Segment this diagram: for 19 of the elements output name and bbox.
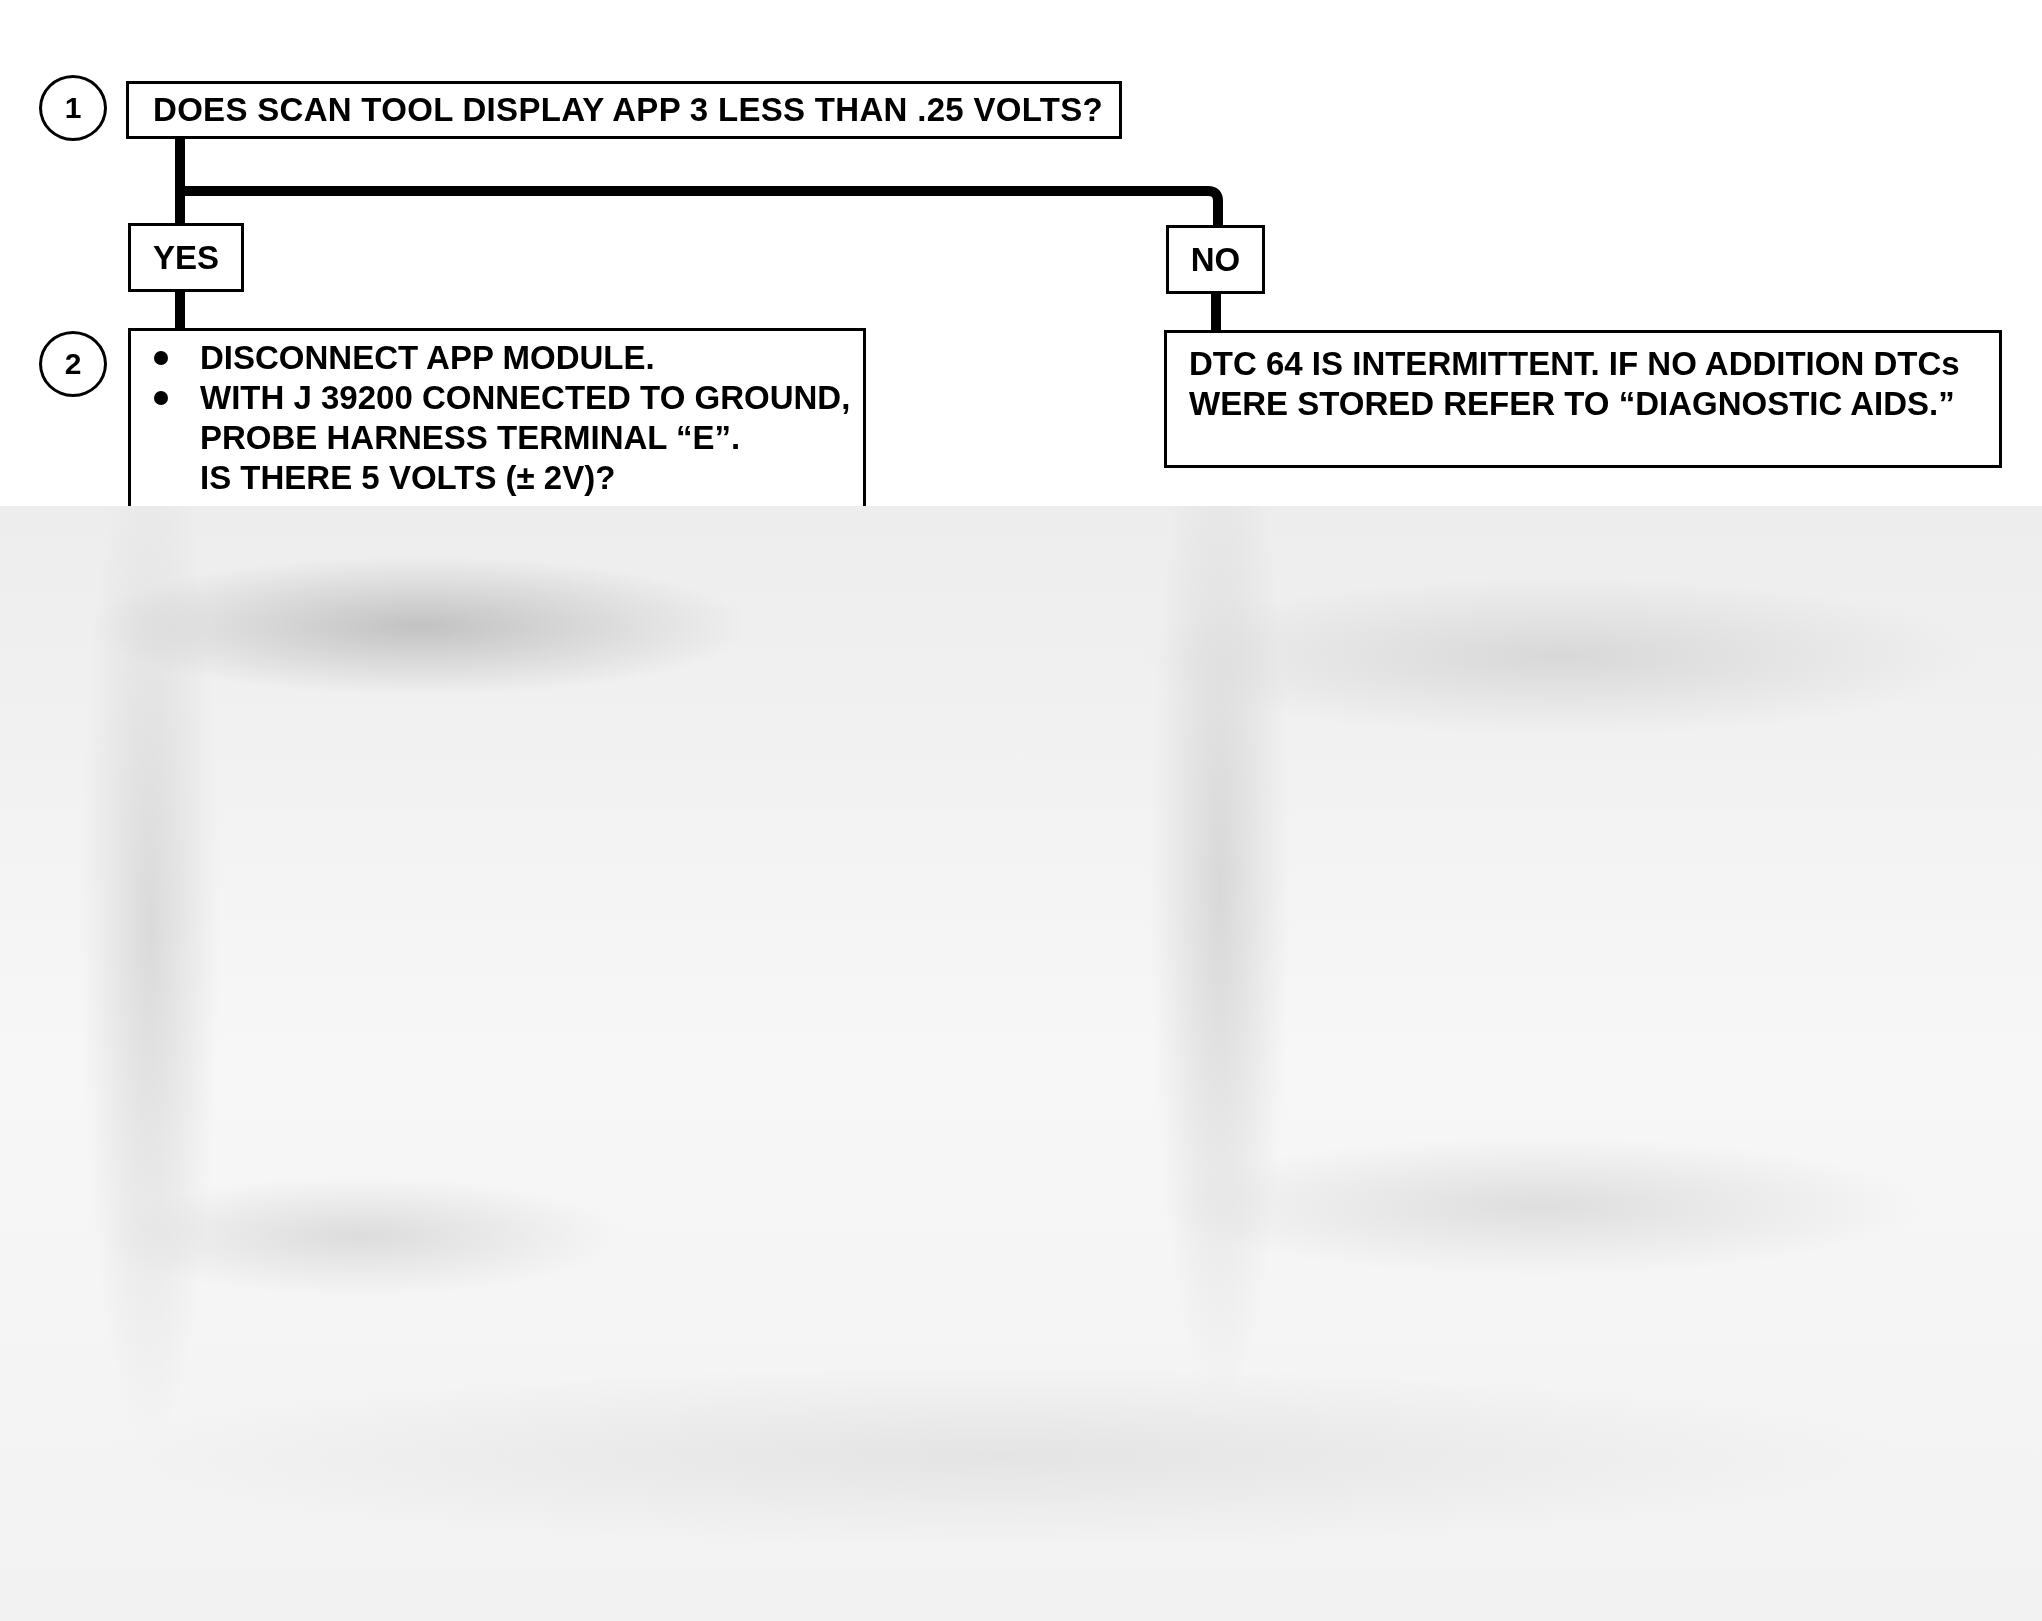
- step-number: 2: [64, 347, 82, 381]
- instruction-text: IS THERE 5 VOLTS (± 2V)?: [200, 458, 616, 498]
- result-box: [1164, 330, 2002, 468]
- question-text: DOES SCAN TOOL DISPLAY APP 3 LESS THAN .25 VOLTS?: [153, 90, 1103, 130]
- action-box: [128, 328, 866, 506]
- branch-text: NO: [1190, 239, 1241, 280]
- step-number: 1: [64, 91, 82, 125]
- connector-line: [175, 191, 185, 223]
- connector-line: [175, 292, 185, 328]
- branch-box: [128, 223, 244, 292]
- instruction-text: DISCONNECT APP MODULE.: [200, 338, 655, 378]
- branch-text: YES: [152, 237, 219, 278]
- result-text: DTC 64 IS INTERMITTENT. IF NO ADDITION DTCs WERE STORED REFER TO “DIAGNOSTIC AIDS.”: [1189, 344, 1961, 424]
- connector-line: [175, 139, 185, 191]
- decision-box: [126, 81, 1122, 139]
- connector-line: [185, 186, 1223, 225]
- instruction-text: WITH J 39200 CONNECTED TO GROUND, PROBE HARNESS TERMINAL “E”.: [200, 378, 852, 458]
- branch-box: [1166, 225, 1265, 294]
- connector-line: [1211, 294, 1221, 330]
